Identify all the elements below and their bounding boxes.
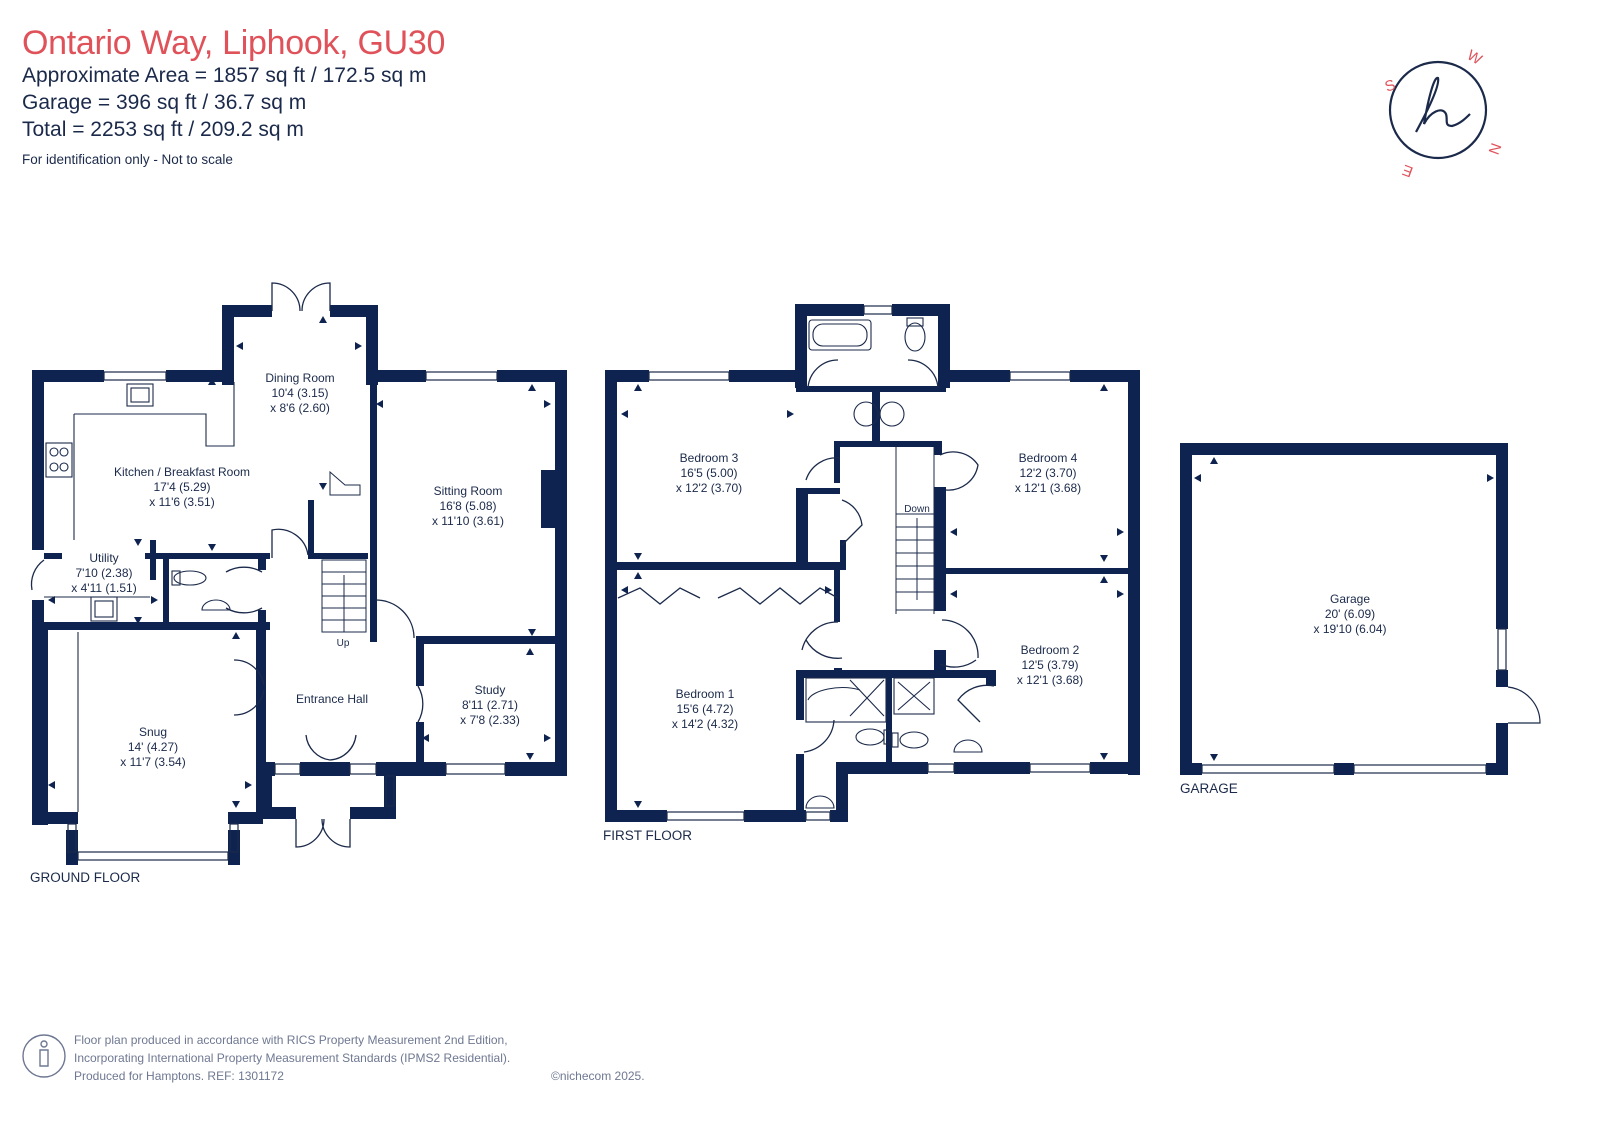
kitchen-dim2: x 11'6 (3.51)	[149, 495, 214, 509]
compass-letter-w: W	[1464, 47, 1485, 69]
compass-logo: S W N E	[1383, 47, 1505, 180]
bedroom-1-name: Bedroom 1	[676, 687, 735, 701]
first-floor-label: FIRST FLOOR	[603, 828, 693, 843]
sitting-room-name: Sitting Room	[434, 484, 503, 498]
first-floor-stairs	[895, 447, 935, 614]
garage-walls	[1180, 443, 1508, 775]
monogram-h	[1415, 76, 1471, 133]
garage-label: GARAGE	[1180, 781, 1238, 796]
snug-dim1: 14' (4.27)	[128, 740, 178, 754]
bedroom-2-name: Bedroom 2	[1021, 643, 1080, 657]
first-floor-doors	[617, 359, 995, 753]
compass-letter-e: E	[1400, 161, 1415, 180]
disclaimer: For identification only - Not to scale	[22, 152, 233, 167]
snug-name: Snug	[139, 725, 167, 739]
first-floor-plan: Bedroom 3 16'5 (5.00) x 12'2 (3.70) Bedr…	[605, 304, 1140, 822]
ground-floor-stairs	[321, 470, 367, 633]
dining-room-name: Dining Room	[265, 371, 334, 385]
bedroom-1-dim2: x 14'2 (4.32)	[672, 717, 738, 731]
stairs-up-label: Up	[337, 638, 350, 649]
ground-floor-windows	[67, 371, 506, 861]
bedroom-3-dim2: x 12'2 (3.70)	[676, 481, 742, 495]
garage-dim1: 20' (6.09)	[1325, 607, 1375, 621]
snug-dim2: x 11'7 (3.54)	[120, 755, 185, 769]
first-floor-dimension-markers	[621, 384, 1124, 808]
bedroom-2-dim2: x 12'1 (3.68)	[1017, 673, 1083, 687]
stairs-down-label: Down	[904, 504, 930, 515]
bedroom-2-dim1: 12'5 (3.79)	[1022, 658, 1079, 672]
bedroom-1-dim1: 15'6 (4.72)	[677, 702, 734, 716]
ground-floor-plan: Dining Room 10'4 (3.15) x 8'6 (2.60) Kit…	[30, 282, 567, 865]
compass-letter-n: N	[1485, 141, 1505, 157]
property-title: Ontario Way, Liphook, GU30	[22, 24, 446, 62]
dining-room-dim2: x 8'6 (2.60)	[270, 401, 330, 415]
kitchen-name: Kitchen / Breakfast Room	[114, 465, 250, 479]
footer-line-3: Produced for Hamptons. REF: 1301172	[74, 1069, 284, 1083]
dining-room-dim1: 10'4 (3.15)	[272, 386, 329, 400]
utility-dim2: x 4'11 (1.51)	[71, 581, 136, 595]
copyright: ©nichecom 2025.	[551, 1069, 645, 1083]
garage-area: Garage = 396 sq ft / 36.7 sq m	[22, 91, 307, 114]
garage-plan: Garage 20' (6.09) x 19'10 (6.04)	[1180, 443, 1541, 775]
study-dim2: x 7'8 (2.33)	[460, 713, 520, 727]
bedroom-4-name: Bedroom 4	[1019, 451, 1078, 465]
ground-floor-room-labels: Dining Room 10'4 (3.15) x 8'6 (2.60) Kit…	[71, 371, 520, 769]
ground-floor-dimension-markers	[48, 316, 551, 808]
info-person-icon	[22, 1034, 66, 1078]
utility-name: Utility	[89, 551, 118, 565]
entrance-hall-name: Entrance Hall	[296, 692, 368, 706]
first-floor-room-labels: Bedroom 3 16'5 (5.00) x 12'2 (3.70) Bedr…	[672, 451, 1083, 731]
footer-line-2: Incorporating International Property Mea…	[74, 1051, 511, 1065]
first-floor-walls	[605, 304, 1140, 822]
first-floor-windows	[648, 305, 1091, 821]
footer-line-1: Floor plan produced in accordance with R…	[74, 1033, 508, 1047]
sitting-room-dim2: x 11'10 (3.61)	[432, 514, 504, 528]
ground-floor-fixtures	[44, 382, 235, 812]
ground-floor-walls	[32, 305, 567, 865]
compass-letter-s: S	[1383, 76, 1398, 95]
bedroom-3-name: Bedroom 3	[680, 451, 739, 465]
sitting-room-dim1: 16'8 (5.08)	[440, 499, 497, 513]
first-floor-fixtures	[805, 317, 983, 809]
total-area: Total = 2253 sq ft / 209.2 sq m	[22, 118, 304, 141]
utility-dim1: 7'10 (2.38)	[76, 566, 133, 580]
bedroom-4-dim1: 12'2 (3.70)	[1020, 466, 1077, 480]
bedroom-4-dim2: x 12'1 (3.68)	[1015, 481, 1081, 495]
approximate-area: Approximate Area = 1857 sq ft / 172.5 sq…	[22, 64, 427, 87]
kitchen-dim1: 17'4 (5.29)	[154, 480, 211, 494]
compass-circle	[1388, 60, 1488, 160]
study-dim1: 8'11 (2.71)	[462, 698, 518, 712]
bedroom-3-dim1: 16'5 (5.00)	[681, 466, 738, 480]
garage-openings	[1201, 628, 1541, 774]
study-name: Study	[475, 683, 506, 697]
garage-dim2: x 19'10 (6.04)	[1313, 622, 1386, 636]
garage-dimension-markers	[1194, 457, 1494, 761]
ground-floor-label: GROUND FLOOR	[30, 870, 141, 885]
garage-name: Garage	[1330, 592, 1370, 606]
ground-floor-doors	[30, 282, 424, 848]
